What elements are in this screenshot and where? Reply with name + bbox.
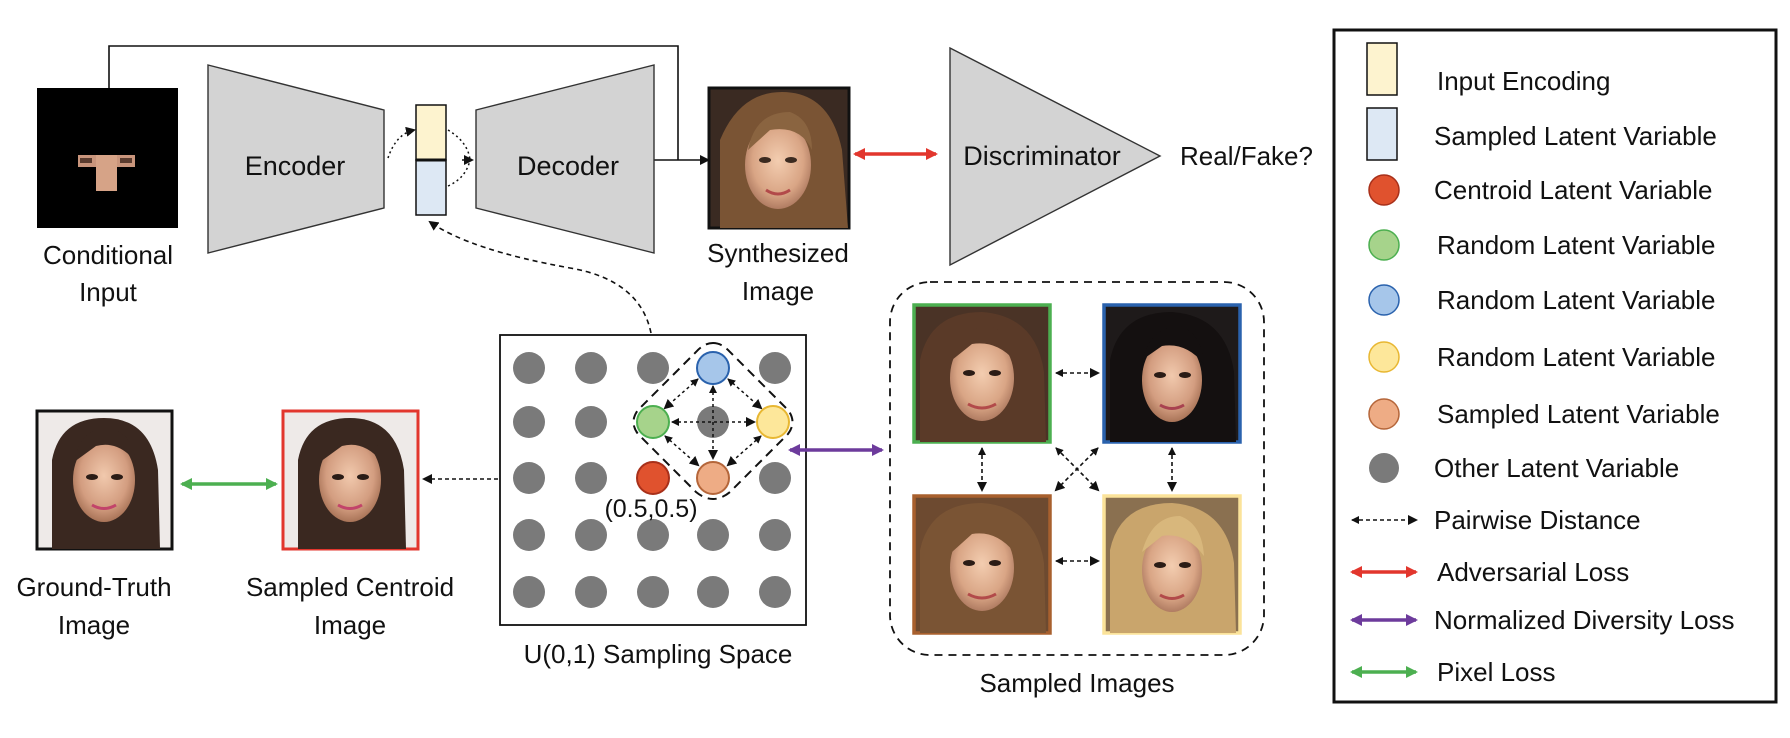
centroid-coordinate-label: (0.5,0.5) (604, 495, 697, 523)
decoder-block (475, 64, 655, 254)
legend-label-sampled-orange: Sampled Latent Variable (1437, 399, 1720, 429)
sampled-face-brown (912, 494, 1052, 635)
yellow-dot (1368, 341, 1400, 373)
sampled-latent-box (415, 159, 447, 216)
legend-label-random-green: Random Latent Variable (1437, 230, 1715, 260)
random-latent-blue-dot (696, 351, 730, 385)
synthesized-image (707, 86, 851, 230)
legend-label-random-yellow: Random Latent Variable (1437, 342, 1715, 372)
pairwise-arrows (663, 378, 763, 467)
legend-label-sampled-latent: Sampled Latent Variable (1434, 121, 1717, 151)
legend-label-random-blue: Random Latent Variable (1437, 285, 1715, 315)
sampled-face-green (912, 303, 1052, 444)
ground-truth-image (35, 409, 174, 551)
latent-to-decoder-arrow-bottom (447, 159, 471, 187)
discriminator-block (949, 46, 1162, 267)
ground-truth-label-line2: Image (58, 610, 130, 640)
random-latent-green-dot (636, 405, 670, 439)
sampled-centroid-image (281, 409, 420, 551)
latent-to-decoder-arrow-top (447, 129, 471, 161)
sampled-latent-orange-dot (696, 461, 730, 495)
conditional-input-label-line1: Conditional (43, 240, 173, 270)
ground-truth-label-line1: Ground-Truth (16, 572, 171, 602)
other-latent-dots (513, 352, 791, 608)
discriminator-label: Discriminator (963, 141, 1121, 171)
synthesized-label-line2: Image (742, 276, 814, 306)
legend-label-diversity: Normalized Diversity Loss (1434, 605, 1735, 635)
legend-label-input-encoding: Input Encoding (1437, 66, 1610, 96)
orange-dot (1368, 398, 1400, 430)
legend-box (1332, 28, 1778, 704)
decoder-label: Decoder (517, 151, 619, 181)
random-latent-yellow-dot (756, 405, 790, 439)
sampling-space-label: U(0,1) Sampling Space (524, 639, 793, 669)
sampled-images-label: Sampled Images (979, 668, 1174, 698)
encoder-label: Encoder (245, 151, 346, 181)
conditional-input-image (37, 88, 178, 228)
legend-label-other: Other Latent Variable (1434, 453, 1679, 483)
skip-connection (108, 45, 679, 160)
centroid-latent-dot (636, 461, 670, 495)
input-encoding-box (415, 104, 447, 161)
encoder-block (207, 64, 385, 254)
input-encoding-swatch (1366, 42, 1398, 96)
legend-label-pixel: Pixel Loss (1437, 657, 1556, 687)
sampling-to-latent-arrow (428, 220, 652, 334)
face-pairwise-arrows (977, 368, 1177, 566)
sampled-latent-swatch (1366, 107, 1398, 161)
legend-label-pairwise: Pairwise Distance (1434, 505, 1641, 535)
sampled-face-yellow (1102, 494, 1242, 635)
synthesized-label-line1: Synthesized (707, 238, 849, 268)
legend-label-adversarial: Adversarial Loss (1437, 557, 1629, 587)
sampled-face-blue (1102, 303, 1242, 444)
centroid-dot (1368, 174, 1400, 206)
real-fake-label: Real/Fake? (1180, 141, 1313, 171)
sampled-images-container (889, 281, 1265, 656)
green-dot (1368, 229, 1400, 261)
sampled-centroid-label-line1: Sampled Centroid (246, 572, 454, 602)
conditional-input-label-line2: Input (79, 277, 138, 307)
sampling-neighborhood-outline (632, 341, 794, 500)
gray-dot (1369, 453, 1399, 483)
encoder-to-latent-arrow (387, 126, 416, 159)
legend-label-centroid: Centroid Latent Variable (1434, 175, 1712, 205)
blue-dot (1368, 284, 1400, 316)
sampled-centroid-label-line2: Image (314, 610, 386, 640)
